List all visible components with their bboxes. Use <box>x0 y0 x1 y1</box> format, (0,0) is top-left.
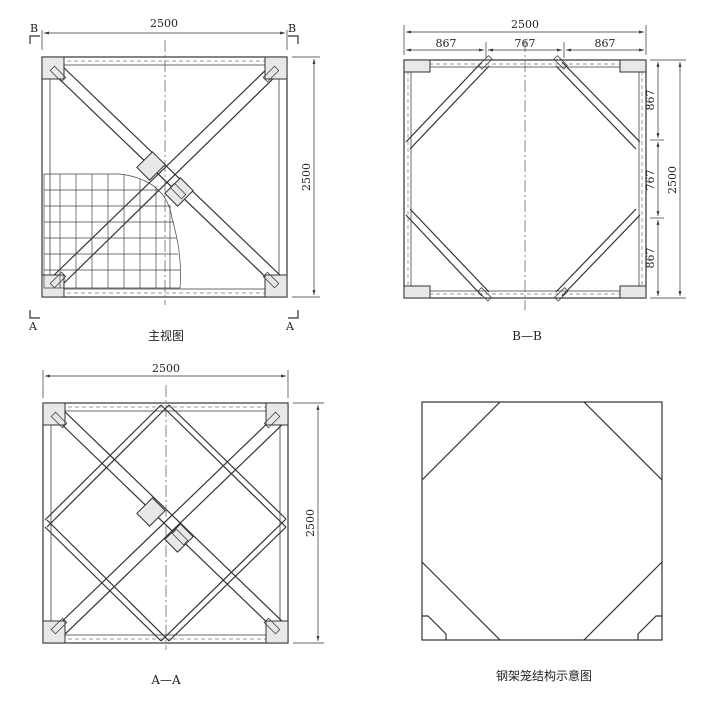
schematic-plate-br <box>637 615 662 640</box>
front-view: 2500 2500 B B A A 主视图 <box>28 17 320 343</box>
aa-outer-frame <box>42 402 289 644</box>
bb-dim-r3: 867 <box>644 248 657 269</box>
front-diagonal-braces <box>49 61 285 288</box>
aa-main-diagonals <box>52 407 287 639</box>
front-section-markers: B B A A <box>28 22 299 333</box>
schematic-frame <box>421 401 663 641</box>
front-corner-plates <box>41 56 288 298</box>
schematic-view: 钢架笼结构示意图 <box>421 401 663 683</box>
front-outer-frame <box>41 56 288 298</box>
aa-dimensions: 2500 2500 <box>42 362 324 644</box>
bb-dim-total: 2500 <box>511 18 539 31</box>
schematic-caption: 钢架笼结构示意图 <box>496 668 592 683</box>
front-center-joint <box>136 151 194 207</box>
aa-diamond-braces <box>44 404 287 642</box>
bb-corner-braces <box>405 55 641 302</box>
aa-corner-plates <box>42 402 289 644</box>
bb-dim-r2: 767 <box>644 170 657 191</box>
bb-dim-seg1: 867 <box>436 37 457 50</box>
schematic-brace-br <box>583 561 663 641</box>
bb-dimensions: 2500 867 767 867 867 767 867 2500 <box>403 18 686 299</box>
schematic-brace-bl <box>421 561 501 641</box>
aa-view: 2500 2500 A—A <box>42 362 324 687</box>
aa-center-joint <box>136 497 194 553</box>
section-a-left: A <box>28 320 38 333</box>
bb-corner-plates <box>403 59 647 299</box>
bb-view-caption: B—B <box>512 329 542 343</box>
bb-dim-r1: 867 <box>644 90 657 111</box>
aa-dim-right: 2500 <box>304 509 317 537</box>
bb-view: 2500 867 767 867 867 767 867 2500 B—B <box>403 18 686 343</box>
section-b-right: B <box>288 22 296 35</box>
front-inner-frame <box>49 64 280 290</box>
section-a-right: A <box>285 320 295 333</box>
front-dim-top: 2500 <box>150 17 178 30</box>
front-dim-right: 2500 <box>300 163 313 191</box>
schematic-brace-tr <box>583 401 663 481</box>
aa-view-caption: A—A <box>150 673 181 687</box>
bb-dim-seg3: 867 <box>595 37 616 50</box>
bb-dim-r-total: 2500 <box>666 166 679 194</box>
section-b-left: B <box>30 22 38 35</box>
schematic-brace-tl <box>421 401 501 481</box>
aa-dim-top: 2500 <box>152 362 180 375</box>
bb-dim-seg2: 767 <box>515 37 536 50</box>
front-dimensions: 2500 2500 <box>41 17 320 298</box>
front-view-caption: 主视图 <box>148 328 184 343</box>
schematic-plate-bl <box>422 615 447 640</box>
front-rebar-mesh <box>43 173 181 289</box>
